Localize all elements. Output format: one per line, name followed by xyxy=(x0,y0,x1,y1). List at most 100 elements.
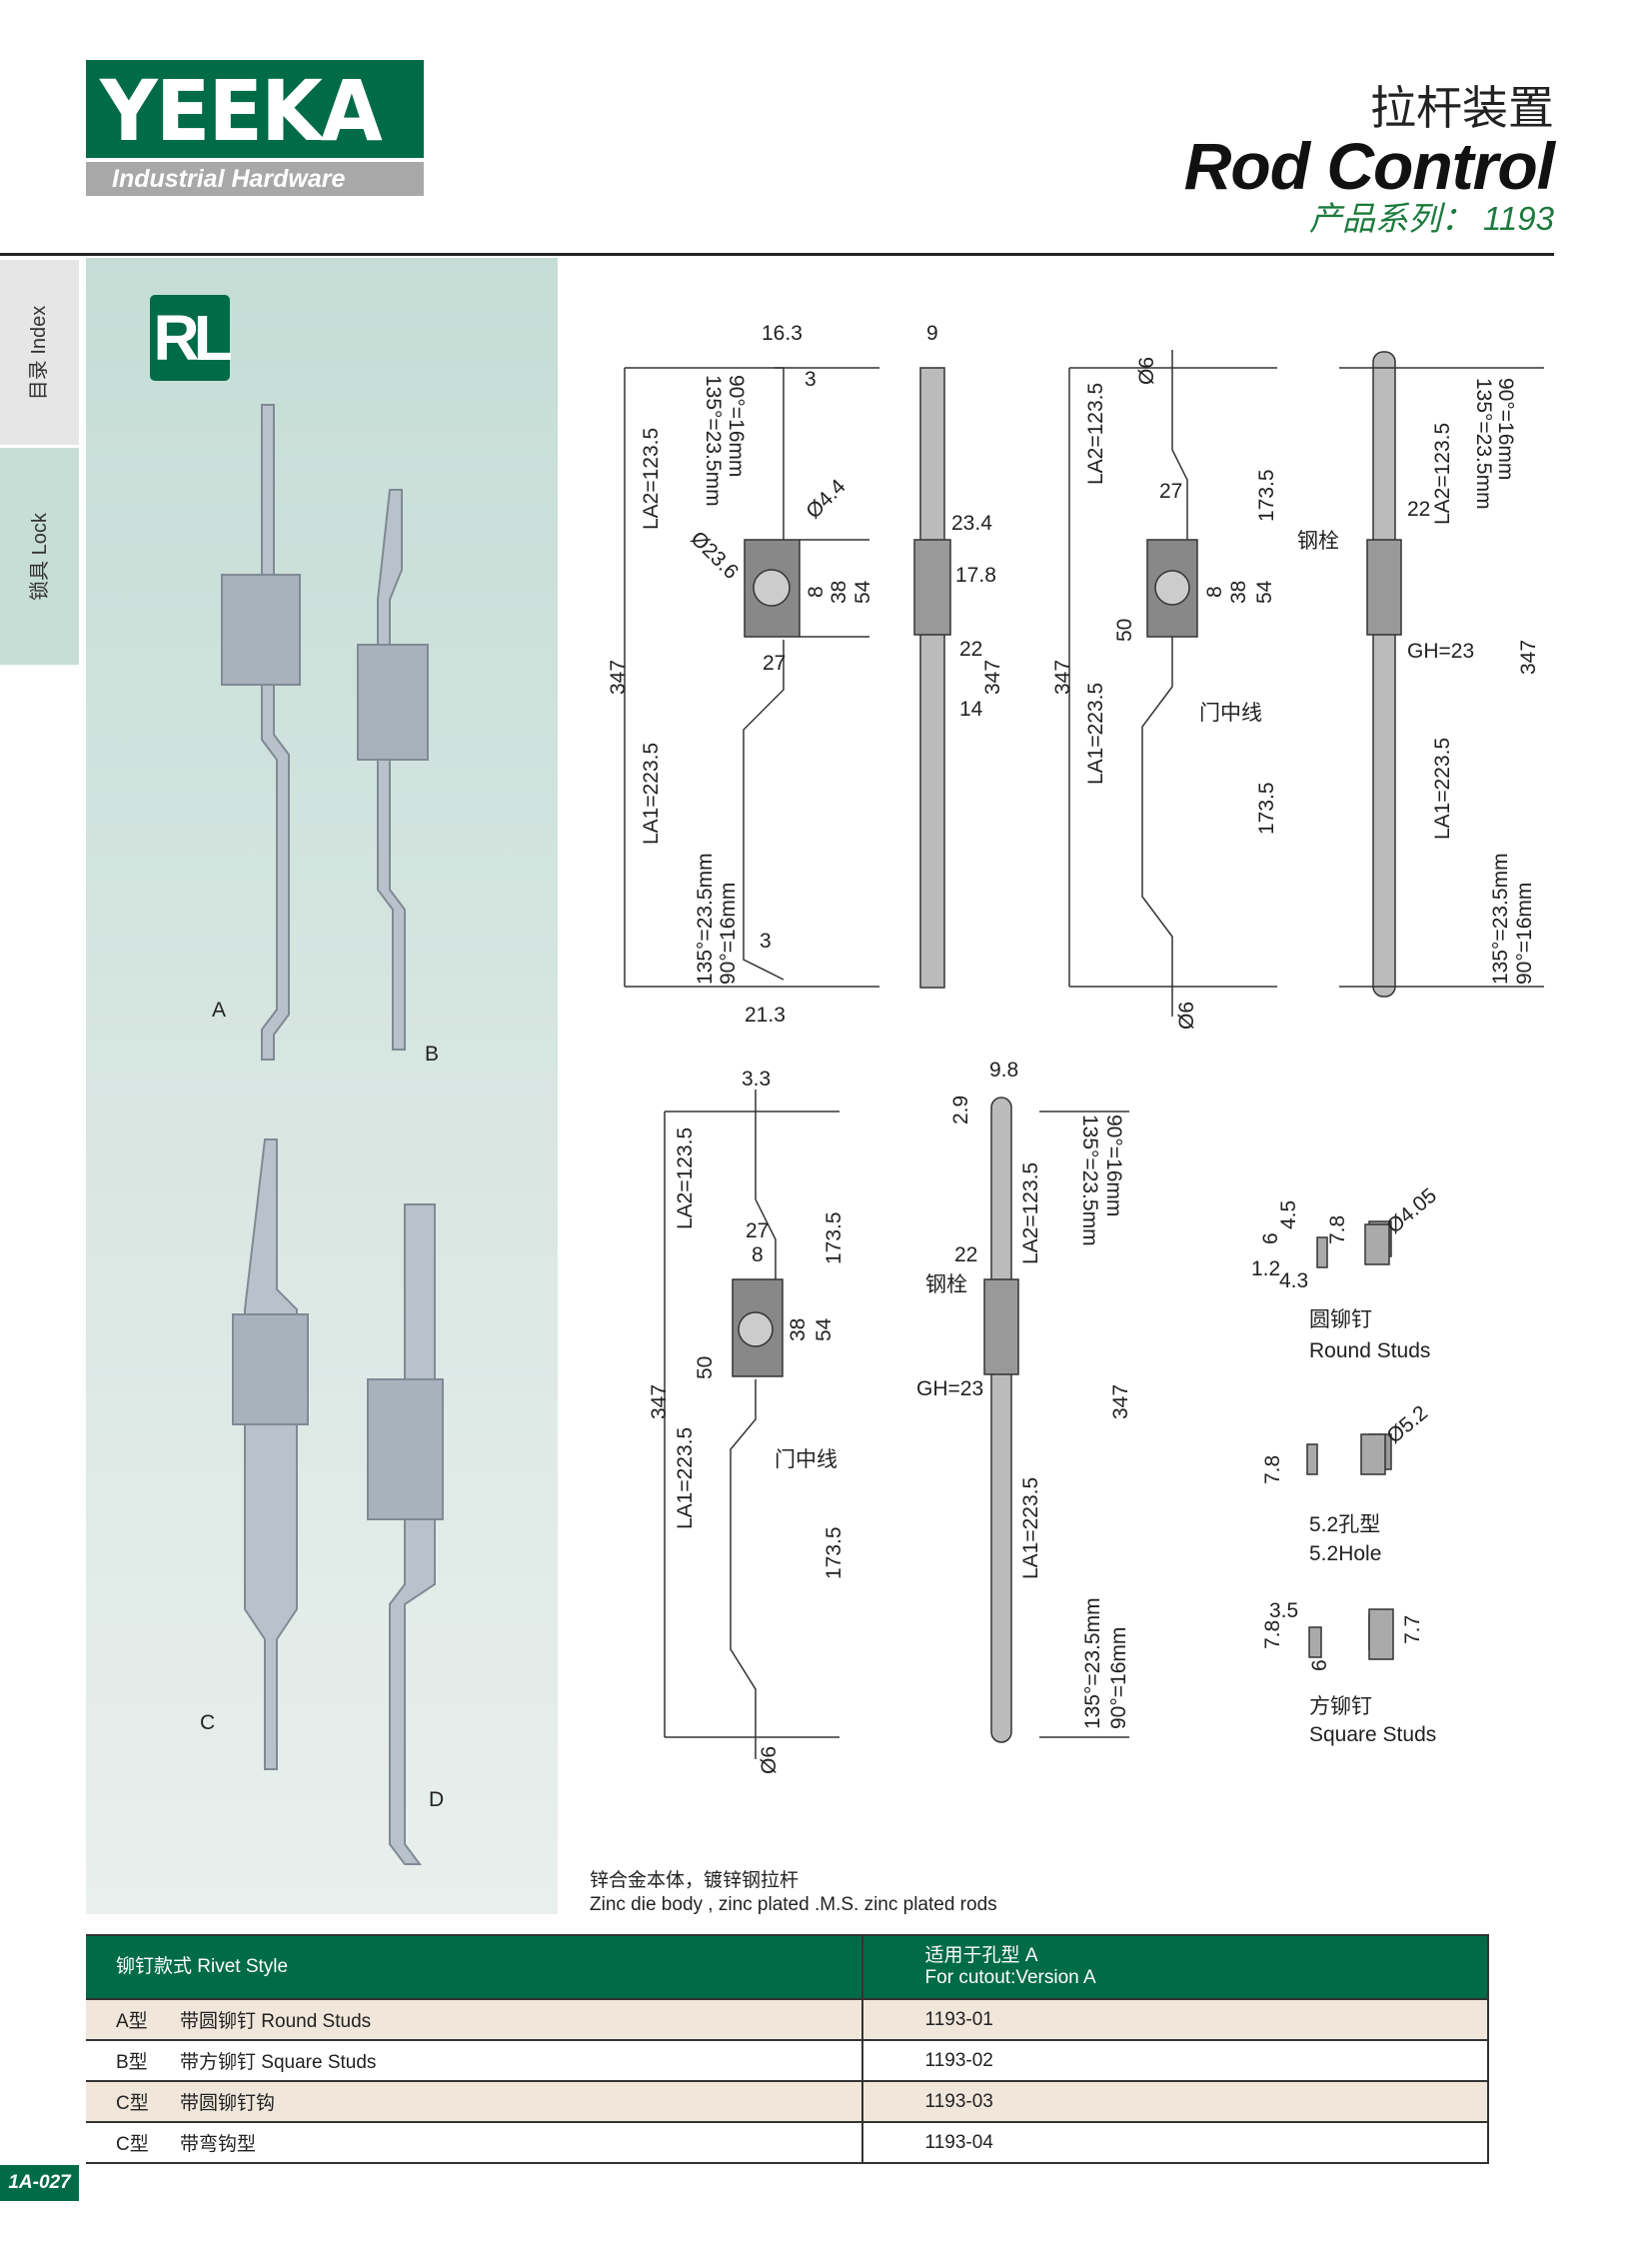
dim-label: 90°=16mm xyxy=(1513,883,1536,985)
door-centerline-label: 门中线 xyxy=(775,1448,837,1471)
dim-label: 347 xyxy=(1109,1384,1132,1419)
row-style: 带弯钩型 xyxy=(180,2134,257,2155)
dim-label: 22 xyxy=(1407,498,1430,521)
row-style: 带圆铆钉钩 xyxy=(180,2093,276,2114)
yeeka-logo: YEEKA Industrial Hardware xyxy=(86,60,424,196)
dim-label: 347 xyxy=(607,660,630,695)
header-divider xyxy=(0,253,1554,256)
row-type: C型 xyxy=(116,2093,149,2114)
row-type: C型 xyxy=(116,2134,149,2155)
dim-label: 90°=16mm xyxy=(1102,1115,1125,1216)
dim-label: 50 xyxy=(694,1356,717,1379)
square-studs-label-cn: 方铆钉 xyxy=(1309,1695,1372,1718)
dim-label: 347 xyxy=(1051,660,1074,695)
dim-label: GH=23 xyxy=(916,1377,983,1400)
dim-label: 14 xyxy=(959,698,983,721)
dim-label: 22 xyxy=(954,1243,977,1266)
column-header-rivet-style: 铆钉款式 Rivet Style xyxy=(86,1934,862,2000)
dim-label: 21.3 xyxy=(745,1004,786,1027)
dim-label: 135°=23.5mm xyxy=(702,375,725,507)
dim-label: 3.5 xyxy=(1269,1599,1298,1622)
dim-label: 2.9 xyxy=(949,1096,972,1124)
row-type: A型 xyxy=(116,2011,148,2032)
drawing-3-labels: Ø6 LA2=123.5 27 173.5 8 38 54 50 347 门中线… xyxy=(1051,357,1278,1030)
dim-label: 3.3 xyxy=(742,1068,771,1091)
drawing-2-labels: 9 23.4 17.8 22 14 347 xyxy=(926,322,1004,721)
dim-label: Ø4.05 xyxy=(1382,1183,1441,1237)
round-studs-label-cn: 圆铆钉 xyxy=(1309,1308,1372,1331)
dim-label: 135°=23.5mm xyxy=(694,853,717,985)
dim-label: LA2=123.5 xyxy=(674,1127,697,1229)
dim-label: 7.8 xyxy=(1261,1455,1284,1484)
dim-label: 16.3 xyxy=(762,322,803,345)
dim-label: 38 xyxy=(827,581,850,604)
dim-label: 27 xyxy=(1159,480,1182,503)
stud-details xyxy=(1306,1223,1394,1660)
header-line: 适用于孔型 A xyxy=(924,1945,1038,1966)
table-row: C型 带圆铆钉钩 1193-03 xyxy=(86,2080,1490,2123)
dim-label: 4.3 xyxy=(1279,1269,1308,1292)
drawing-6-labels: 9.8 2.9 90°=16mm 135°=23.5mm LA2=123.5 2… xyxy=(916,1059,1132,1729)
dim-label: Ø23.6 xyxy=(686,527,743,584)
dim-label: 27 xyxy=(763,652,786,675)
dim-label: 347 xyxy=(1517,640,1540,675)
drawing-4-labels: 90°=16mm 135°=23.5mm LA2=123.5 22 钢栓 GH=… xyxy=(1297,378,1540,985)
dim-label: 6 xyxy=(1259,1232,1282,1244)
dim-label: 50 xyxy=(1113,619,1136,642)
dim-label: 1.2 xyxy=(1251,1257,1280,1280)
dim-label: 4.5 xyxy=(1277,1200,1300,1229)
dim-label: 23.4 xyxy=(951,512,992,535)
photo-label-a: A xyxy=(212,999,226,1022)
dim-label: 6 xyxy=(1308,1659,1331,1671)
product-photo-panel xyxy=(86,258,558,1914)
row-code: 1193-04 xyxy=(860,2121,1490,2164)
dim-label: LA1=223.5 xyxy=(1019,1477,1042,1579)
row-code: 1193-03 xyxy=(860,2080,1490,2123)
dim-label: 17.8 xyxy=(955,564,996,587)
sidebar-tab-lock[interactable]: 锁具 Lock xyxy=(0,448,79,665)
dim-label: 7.8 xyxy=(1326,1215,1349,1244)
door-centerline-label: 门中线 xyxy=(1199,702,1262,725)
drawing-1-labels: 16.3 3 Ø4.4 Ø23.6 8 38 54 27 LA2=123.5 9… xyxy=(607,322,874,1027)
dim-label: 347 xyxy=(648,1384,671,1419)
photo-label-b: B xyxy=(425,1043,439,1066)
dim-label: 173.5 xyxy=(823,1526,845,1579)
square-studs-label: Square Studs xyxy=(1309,1723,1436,1746)
sidebar-tab-index[interactable]: 目录 Index xyxy=(0,260,79,445)
row-style: 带方铆钉 Square Studs xyxy=(180,2052,377,2073)
dim-label: 90°=16mm xyxy=(717,883,740,985)
page-title-cn: 拉杆装置 xyxy=(1370,82,1554,134)
dim-label: 135°=23.5mm xyxy=(1081,1597,1104,1729)
dim-label: LA2=123.5 xyxy=(1431,423,1454,525)
logo-tagline: Industrial Hardware xyxy=(86,162,424,196)
dim-label: LA2=123.5 xyxy=(1019,1162,1042,1264)
dim-label: Ø6 xyxy=(1175,1002,1198,1030)
dim-label: 173.5 xyxy=(823,1211,845,1264)
dim-label: Ø4.4 xyxy=(802,475,850,524)
dim-label: 8 xyxy=(752,1243,764,1266)
dim-label: 135°=23.5mm xyxy=(1472,378,1495,510)
dim-label: 27 xyxy=(746,1219,769,1242)
product-photos xyxy=(221,404,444,1865)
dim-label: 135°=23.5mm xyxy=(1078,1115,1101,1246)
row-type: B型 xyxy=(116,2052,148,2073)
dim-label: LA1=223.5 xyxy=(640,743,663,845)
dim-label: 3 xyxy=(805,368,817,391)
dim-label: 38 xyxy=(1227,581,1250,604)
page-title: Rod Control xyxy=(1183,129,1555,203)
drawing-lines xyxy=(624,350,1544,1759)
dim-label: 9.8 xyxy=(989,1059,1018,1082)
steel-bolt-label: 钢栓 xyxy=(925,1273,967,1296)
dim-label: 8 xyxy=(1203,586,1226,598)
rl-badge: RL xyxy=(150,295,233,381)
dim-label: 38 xyxy=(787,1318,810,1341)
dim-label: 54 xyxy=(813,1317,835,1341)
caption-en: Zinc die body , zinc plated .M.S. zinc p… xyxy=(590,1894,997,1915)
dim-label: 9 xyxy=(926,322,938,345)
header-line: For cutout:Version A xyxy=(924,1967,1096,1988)
row-code: 1193-01 xyxy=(860,1998,1490,2041)
dim-label: LA1=223.5 xyxy=(674,1427,697,1529)
